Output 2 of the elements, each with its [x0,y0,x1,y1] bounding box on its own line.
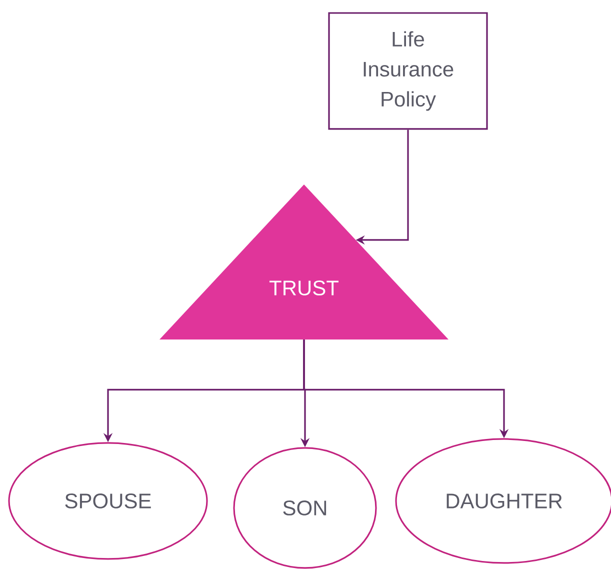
trust-triangle: TRUST [160,184,448,340]
document-box: Life Insurance Policy [328,12,488,130]
